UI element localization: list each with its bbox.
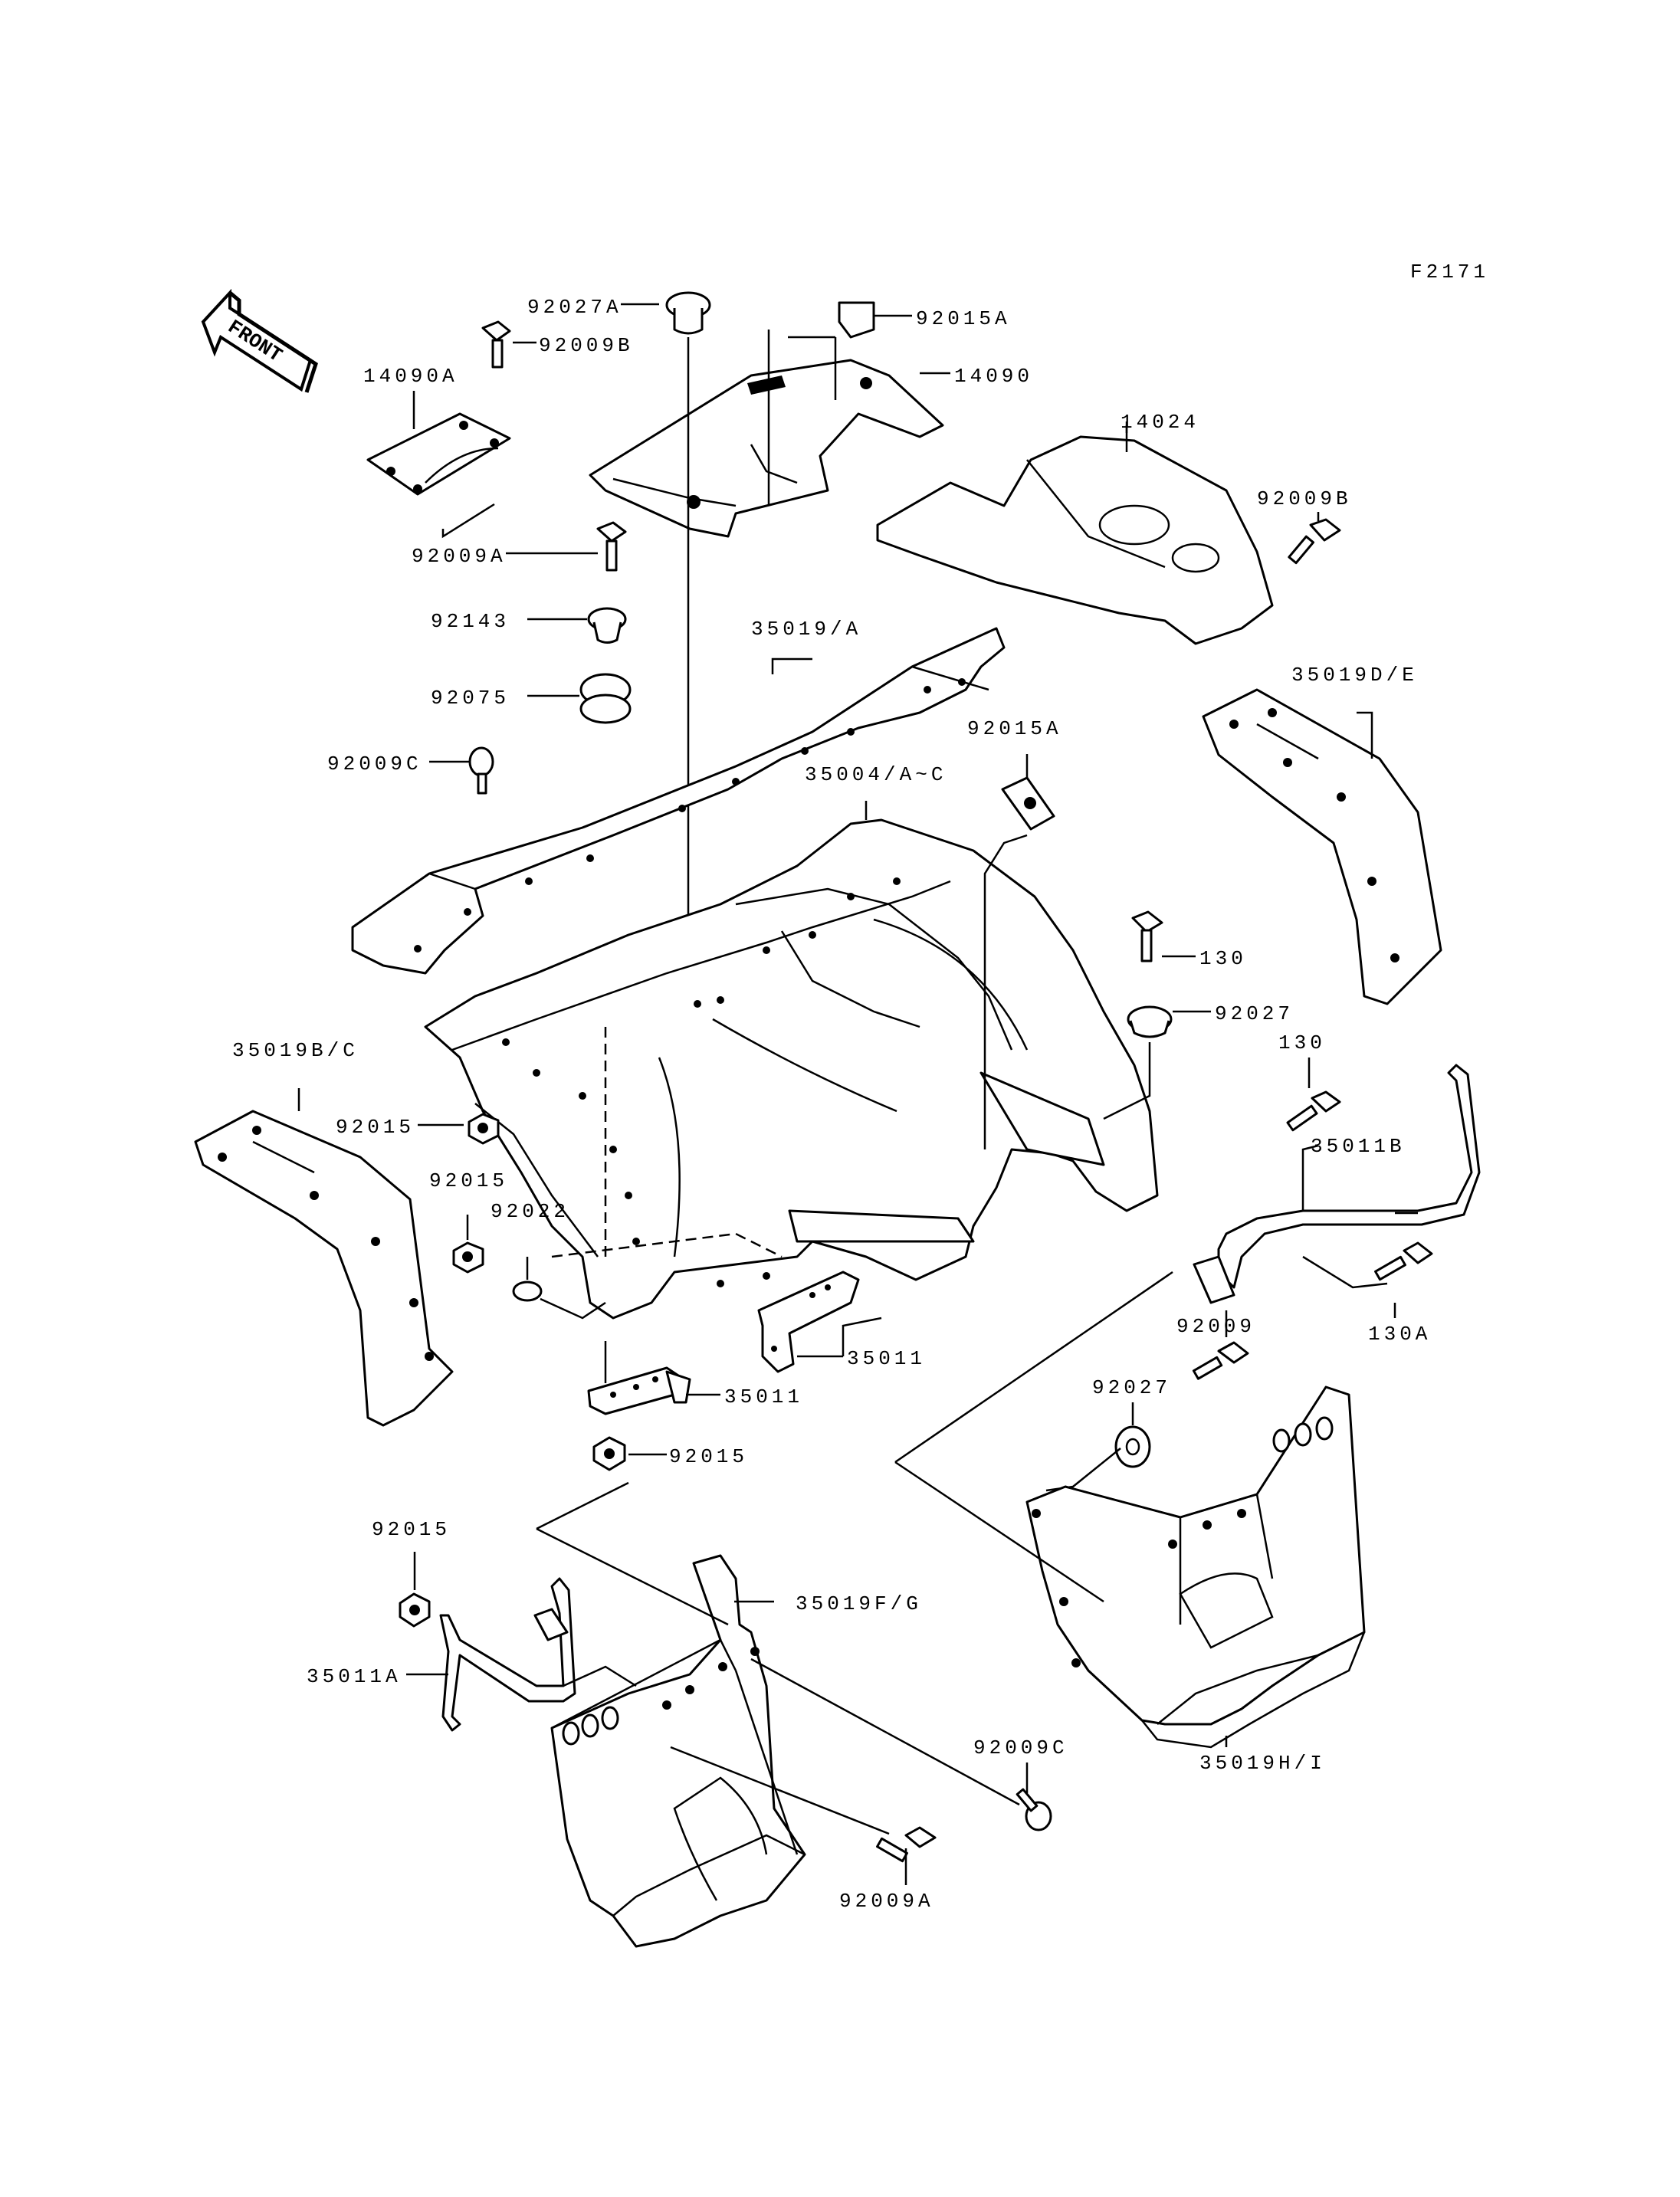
label-92009: 92009 [1176, 1315, 1255, 1338]
label-14024: 14024 [1121, 411, 1199, 434]
part-92027A-grommet [665, 291, 711, 335]
label-92015-d: 92015 [372, 1518, 451, 1541]
part-35011-bracket-a [757, 1271, 860, 1373]
label-92009A-low: 92009A [839, 1890, 934, 1913]
part-14090A-cover [366, 412, 511, 496]
figure-code: F2171 [1410, 261, 1489, 284]
part-35019BC-flap [194, 1110, 454, 1427]
label-14090A: 14090A [363, 365, 458, 388]
label-35019BC: 35019B/C [232, 1039, 359, 1062]
label-92027-low: 92027 [1092, 1376, 1171, 1399]
part-92009C-screw-low [1016, 1788, 1052, 1831]
part-35019DE-flap [1202, 688, 1442, 1005]
label-14090: 14090 [954, 365, 1033, 388]
label-130A: 130A [1368, 1323, 1431, 1346]
part-92009-bolt [1192, 1341, 1249, 1380]
part-92015A-clip-mid [1001, 776, 1055, 831]
part-92075-grommet [579, 673, 632, 724]
part-130-bolt [1131, 910, 1163, 962]
label-35011-a: 35011 [847, 1347, 926, 1370]
label-92015-c: 92015 [669, 1445, 748, 1468]
label-92015A-top: 92015A [916, 307, 1011, 330]
label-92015A-mid: 92015A [967, 717, 1062, 740]
part-14090-tray [589, 301, 944, 538]
part-92009B-bolt-right [1288, 518, 1341, 565]
part-92009A-bolt-top [596, 521, 627, 572]
label-92022: 92022 [491, 1200, 569, 1223]
front-arrow-icon: FRONT [201, 288, 318, 393]
part-130A-bolt [1374, 1241, 1433, 1281]
part-92027-grommet-right [1127, 1005, 1173, 1038]
label-92027: 92027 [1215, 1002, 1294, 1025]
part-92027-grommet-low [1114, 1425, 1151, 1468]
label-35019DE: 35019D/E [1291, 664, 1418, 687]
part-35011-bracket-b [587, 1366, 691, 1415]
part-14024-cover [876, 435, 1274, 645]
label-130-a: 130 [1199, 947, 1247, 970]
part-92015-nut-b [452, 1241, 484, 1274]
label-92015-b: 92015 [429, 1169, 508, 1192]
label-35019HI: 35019H/I [1199, 1752, 1326, 1775]
part-92143-grommet [587, 607, 627, 644]
label-92009C-low: 92009C [973, 1736, 1068, 1759]
part-35004-fender [424, 818, 1159, 1320]
part-92009A-bolt-low [876, 1826, 937, 1863]
part-92015-nut-d [399, 1592, 431, 1628]
label-92075: 92075 [431, 687, 510, 710]
part-92015-nut-a [468, 1113, 500, 1145]
label-92143: 92143 [431, 610, 510, 633]
label-92015-a: 92015 [336, 1116, 415, 1139]
part-35019HI-mudflap [1025, 1385, 1366, 1749]
part-35011A-bracket [439, 1577, 576, 1732]
part-35011B-bracket [1193, 1064, 1481, 1304]
label-35011-b: 35011 [724, 1385, 803, 1408]
part-35019A-flap [351, 627, 1006, 975]
label-35011B: 35011B [1311, 1135, 1406, 1158]
label-92009C-left: 92009C [327, 753, 422, 776]
label-92009A-top: 92009A [412, 545, 507, 568]
label-92009B-right: 92009B [1257, 487, 1352, 510]
part-130-bolt-b [1286, 1090, 1341, 1132]
label-35019A: 35019/A [751, 618, 861, 641]
part-92022-washer [512, 1280, 543, 1302]
label-35019FG: 35019F/G [796, 1592, 922, 1615]
part-92009C-screw-left [468, 746, 494, 795]
label-130-b: 130 [1278, 1031, 1326, 1054]
label-92027A: 92027A [527, 296, 622, 319]
part-92009B-bolt-top [481, 320, 511, 369]
part-92015-nut-c [592, 1436, 626, 1471]
label-92009B-top: 92009B [539, 334, 634, 357]
label-35011A: 35011A [307, 1665, 402, 1688]
label-35004: 35004/A~C [805, 763, 947, 786]
